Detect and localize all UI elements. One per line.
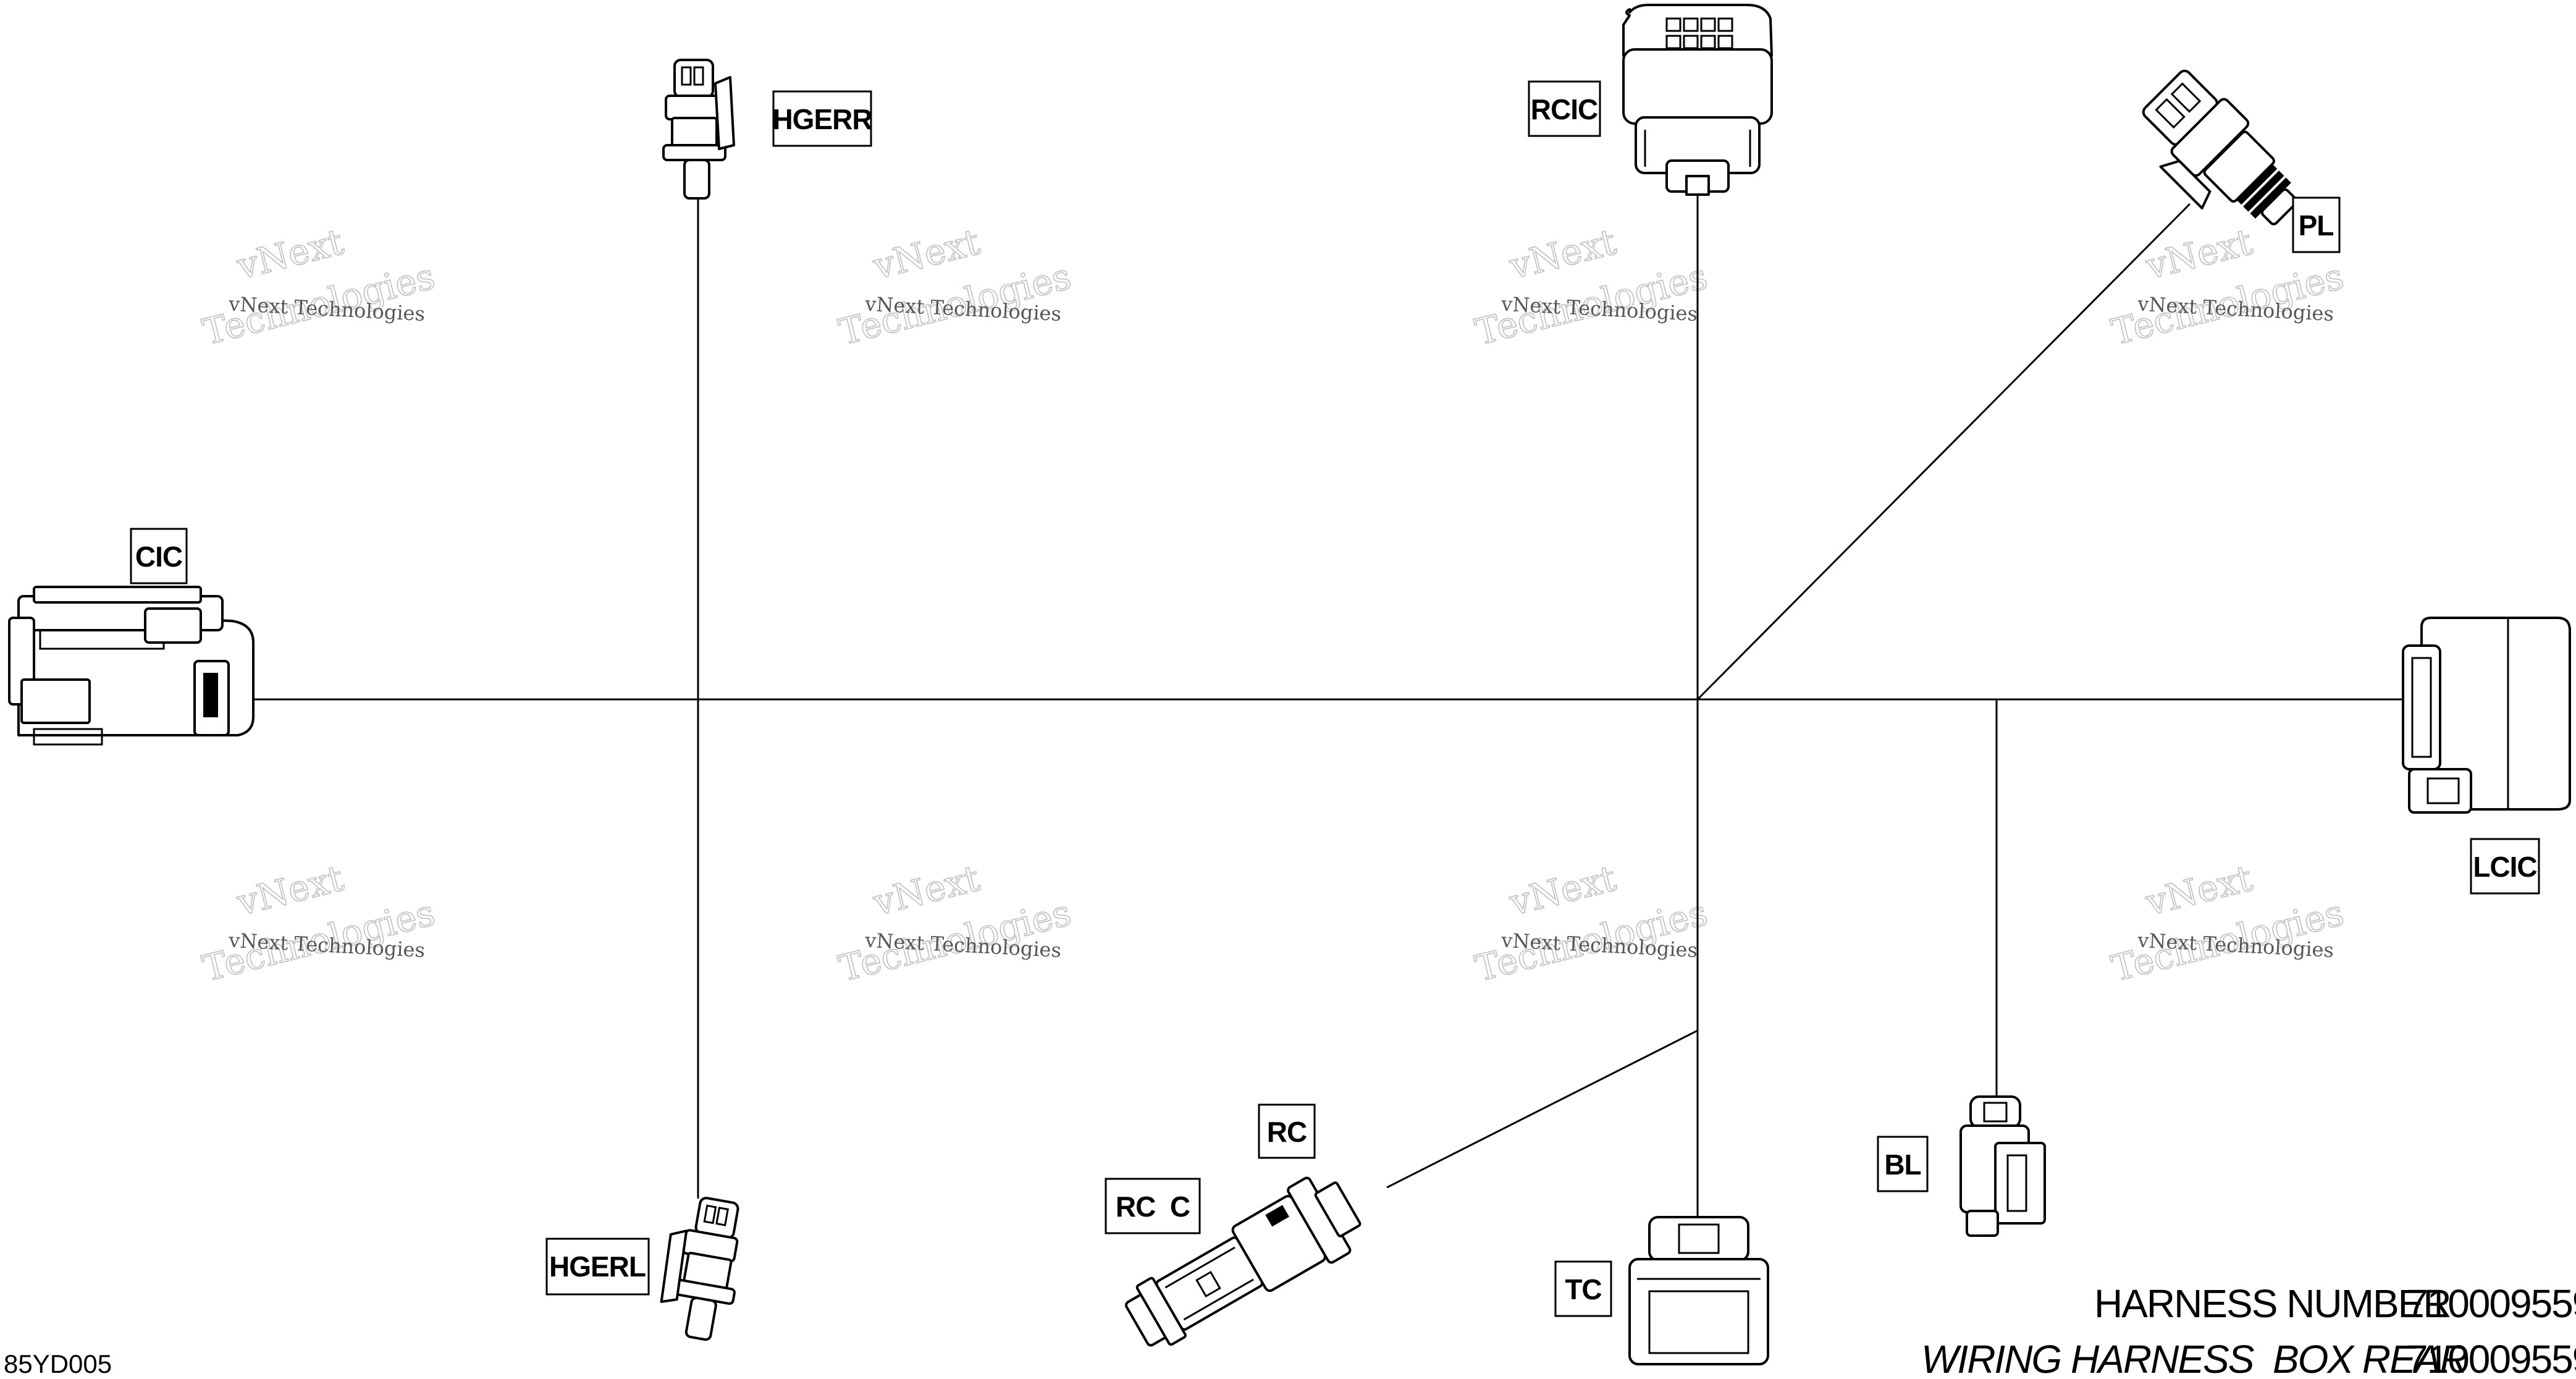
label-rc-c-text: RC C [1116, 1191, 1190, 1223]
label-pl[interactable]: PL [2292, 196, 2341, 253]
label-pl-text: PL [2299, 209, 2334, 242]
pl-connector-drawing[interactable] [2123, 63, 2313, 253]
watermark-vnext: vNext [232, 857, 347, 924]
label-bl-text: BL [1884, 1149, 1921, 1181]
watermark: vNext Technologies vNext Technologies [2107, 856, 2349, 990]
label-tc-text: TC [1565, 1273, 1601, 1305]
wire-pl-branch [1696, 203, 2191, 701]
label-bl[interactable]: BL [1877, 1136, 1929, 1192]
watermark: vNext Technologies vNext Technologies [198, 220, 440, 353]
bl-connector-drawing[interactable] [1959, 1095, 2046, 1237]
watermark-vnext: vNext [2141, 857, 2256, 924]
lcic-connector-drawing[interactable] [2402, 617, 2571, 814]
label-rc[interactable]: RC [1258, 1103, 1316, 1159]
label-hgerl[interactable]: HGERL [545, 1238, 650, 1296]
label-rc-text: RC [1267, 1116, 1307, 1148]
watermark: vNext Technologies vNext Technologies [1471, 220, 1712, 353]
label-hgerl-text: HGERL [549, 1250, 646, 1283]
figure-code: 85YD005 [4, 1349, 112, 1378]
label-tc[interactable]: TC [1554, 1260, 1612, 1317]
label-hgerr-text: HGERR [772, 103, 872, 135]
label-rcic[interactable]: RCIC [1528, 80, 1601, 137]
rcic-pin-grid [1665, 17, 1733, 49]
rc-connector-drawing[interactable] [1116, 1166, 1370, 1363]
rcic-connector-drawing[interactable] [1622, 4, 1773, 196]
harness-number-value: 710009559 [2406, 1281, 2576, 1326]
tc-connector-drawing[interactable] [1628, 1216, 1769, 1365]
cic-connector-drawing[interactable] [8, 586, 255, 746]
wire-rc-branch [1386, 1029, 1698, 1189]
harness-name-value: 710009559 [2406, 1337, 2576, 1379]
label-rcic-text: RCIC [1531, 93, 1597, 125]
watermark: vNext Technologies vNext Technologies [835, 856, 1076, 990]
label-hgerr[interactable]: HGERR [772, 90, 873, 147]
watermark: vNext Technologies vNext Technologies [198, 856, 440, 990]
label-rc-c[interactable]: RC C [1105, 1178, 1201, 1234]
pl-seal-rings [2236, 163, 2291, 219]
harness-name-label: WIRING HARNESS BOX REAR [1921, 1337, 2467, 1379]
watermark-group: vNext Technologies vNext Technologies vN… [198, 220, 2349, 990]
hgerr-connector-drawing[interactable] [662, 59, 735, 200]
label-cic[interactable]: CIC [130, 528, 188, 584]
watermark: vNext Technologies vNext Technologies [1471, 856, 1712, 990]
label-lcic-text: LCIC [2473, 851, 2536, 883]
watermark-vnext: vNext [232, 221, 347, 287]
hgerl-connector-drawing[interactable] [654, 1193, 749, 1343]
harness-info-block: HARNESS NUMBER 710009559 WIRING HARNESS … [1921, 1281, 2576, 1379]
watermark: vNext Technologies vNext Technologies [835, 220, 1076, 353]
label-cic-text: CIC [135, 541, 182, 573]
label-lcic[interactable]: LCIC [2470, 838, 2540, 895]
harness-number-label: HARNESS NUMBER [2094, 1281, 2451, 1326]
watermark-vnext: vNext [2141, 221, 2256, 287]
watermark-vnext: vNext [1505, 857, 1620, 924]
wire-group [250, 192, 2406, 1226]
watermark-vnext: vNext [869, 221, 983, 287]
watermark-vnext: vNext [869, 857, 983, 924]
watermark-vnext: vNext [1505, 221, 1620, 287]
